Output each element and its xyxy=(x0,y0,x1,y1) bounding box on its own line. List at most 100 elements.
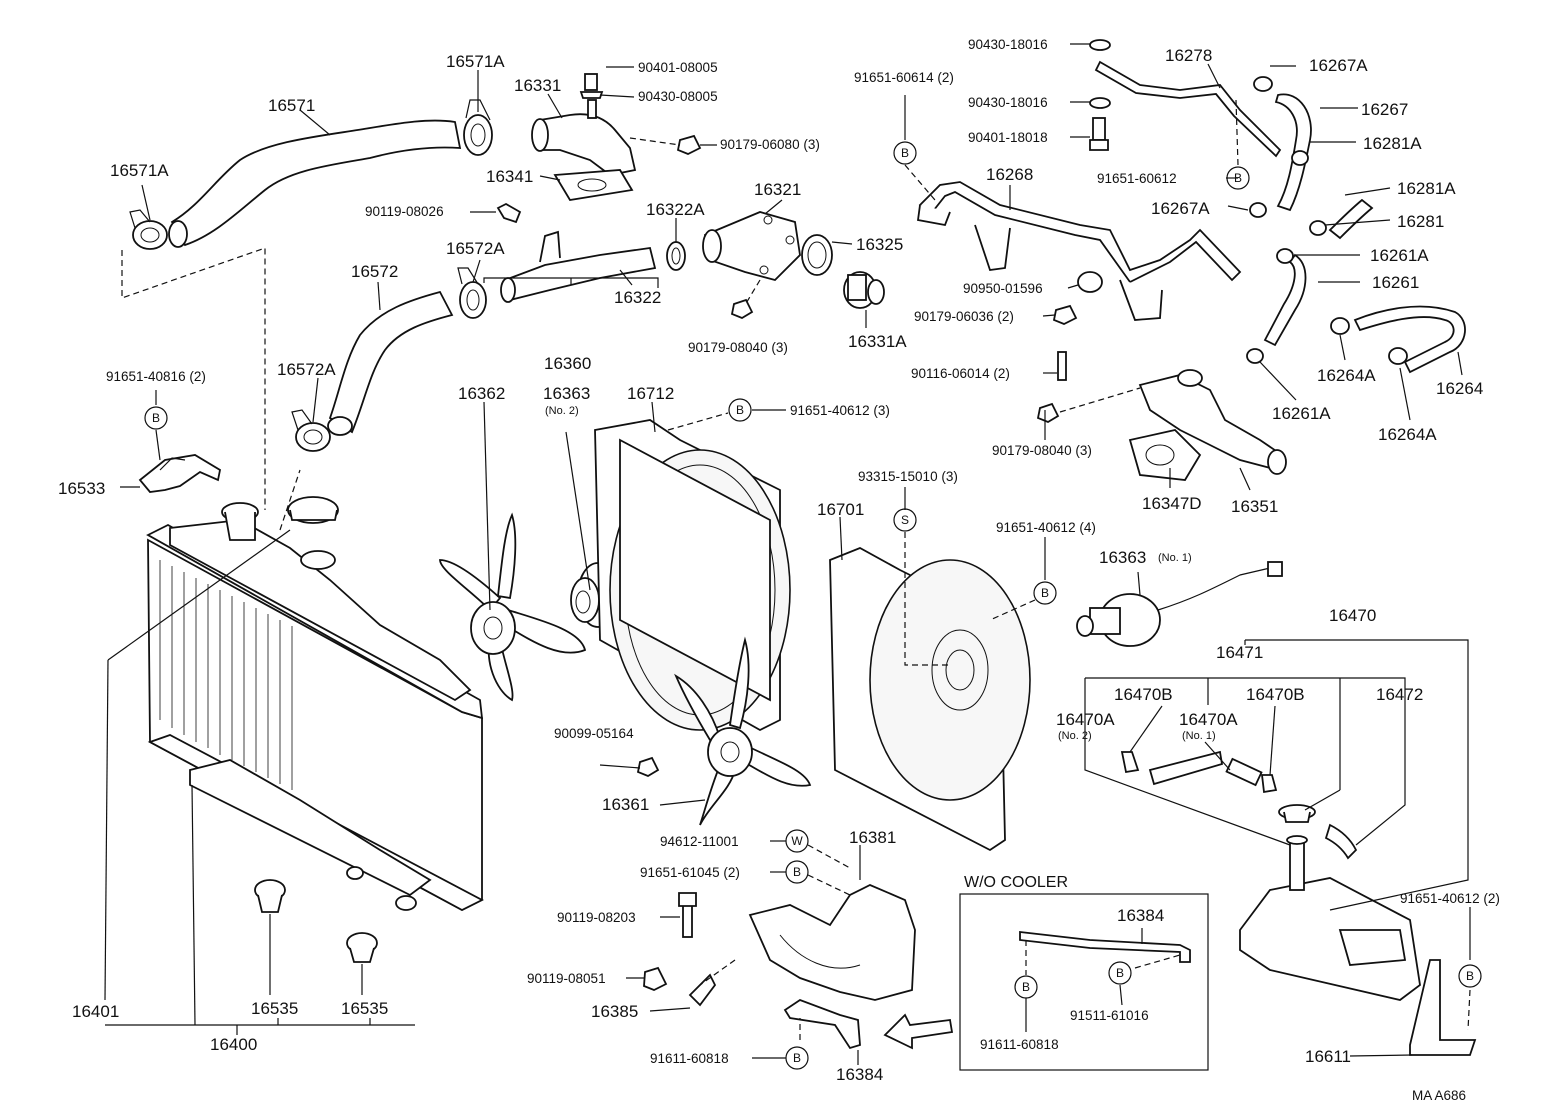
hose-clamp-16571A-left xyxy=(129,209,168,250)
union-90401-18018 xyxy=(1089,117,1109,151)
reservoir-tank-16470 xyxy=(1239,835,1421,1001)
label-93315-15010: 93315-15010 (3) xyxy=(858,469,958,484)
label-16341: 16341 xyxy=(486,167,533,186)
label-16267: 16267 xyxy=(1361,100,1408,119)
wo-cooler-box xyxy=(959,893,1209,1071)
part-labels: 16571 16571A 16571A 16331 90401-08005 90… xyxy=(58,37,1500,1103)
label-91651-40612: 91651-40612 (4) xyxy=(996,520,1096,535)
radiator-16400 xyxy=(146,502,484,912)
label-91651-60614: 91651-60614 (2) xyxy=(854,70,954,85)
label-16385: 16385 xyxy=(591,1002,638,1021)
clamp-16264A-b xyxy=(1388,347,1408,365)
hose-16470A-no2 xyxy=(1148,750,1224,786)
arrow-to-wo-cooler xyxy=(883,1013,954,1050)
nut-90179-08040-a xyxy=(730,298,754,320)
nut-90179-08040-b xyxy=(1036,402,1060,424)
label-16363: 16363 xyxy=(543,384,590,403)
label-16362: 16362 xyxy=(458,384,505,403)
label-16347D: 16347D xyxy=(1142,494,1202,513)
label-16571A: 16571A xyxy=(110,161,169,180)
label-16384: 16384 xyxy=(1117,906,1164,925)
symbol-b: B xyxy=(1116,966,1124,980)
label-90430-18016: 90430-18016 xyxy=(968,95,1048,110)
reference-code: MA A686 xyxy=(1412,1088,1466,1103)
clamp-16470B-a xyxy=(1120,751,1140,774)
fan-16361 xyxy=(674,636,812,826)
motor-16363-no1 xyxy=(1076,561,1283,647)
hose-clamp-16572A-mid xyxy=(291,409,331,452)
label-16712: 16712 xyxy=(627,384,674,403)
label-90119-08203: 90119-08203 xyxy=(557,910,636,925)
label-16322: 16322 xyxy=(614,288,661,307)
label-16351: 16351 xyxy=(1231,497,1278,516)
label-16264A: 16264A xyxy=(1317,366,1376,385)
bolt-90119-08051 xyxy=(643,966,668,991)
bracket-16381 xyxy=(748,884,916,1001)
leader-lines xyxy=(104,43,1471,1065)
label-16322A: 16322A xyxy=(646,200,705,219)
shroud-16712 xyxy=(594,419,791,732)
symbol-b: B xyxy=(793,1051,801,1065)
thermostat-16331A xyxy=(843,271,885,309)
label-16472: 16472 xyxy=(1376,685,1423,704)
label-91651-40816: 91651-40816 (2) xyxy=(106,369,206,384)
label-16278: 16278 xyxy=(1165,46,1212,65)
gasket-16322A xyxy=(666,241,686,271)
clamp-16281A-a xyxy=(1291,150,1309,166)
label-16470A: 16470A xyxy=(1056,710,1115,729)
shroud-16701 xyxy=(829,547,1031,852)
bolt-90119-08026 xyxy=(496,202,522,224)
label-91611-60818: 91611-60818 xyxy=(980,1037,1059,1052)
label-16281: 16281 xyxy=(1397,212,1444,231)
cushion-16535-a xyxy=(254,879,286,913)
fan-16362 xyxy=(439,512,587,702)
clamp-16261A-b xyxy=(1246,348,1264,364)
label-16331A: 16331A xyxy=(848,332,907,351)
symbol-b: B xyxy=(152,411,160,425)
label-16264: 16264 xyxy=(1436,379,1483,398)
label-90119-08026: 90119-08026 xyxy=(365,204,444,219)
label-16267A: 16267A xyxy=(1151,199,1210,218)
bracket-16611 xyxy=(1409,959,1477,1056)
gasket-16325 xyxy=(801,234,833,276)
gasket-16341 xyxy=(553,169,634,201)
label-16281A: 16281A xyxy=(1363,134,1422,153)
symbol-b: B xyxy=(901,146,909,160)
nut-90179-06080 xyxy=(676,134,702,155)
label-16363-no2: (No. 2) xyxy=(545,405,579,417)
label-16264A: 16264A xyxy=(1378,425,1437,444)
label-16470: 16470 xyxy=(1329,606,1376,625)
clamp-16264A-a xyxy=(1330,317,1350,335)
label-16611: 16611 xyxy=(1305,1047,1351,1066)
radiator-upper-hose xyxy=(168,119,462,248)
label-16361: 16361 xyxy=(602,795,649,814)
symbol-b: B xyxy=(1041,586,1049,600)
label-90116-06014: 90116-06014 (2) xyxy=(911,366,1010,381)
symbol-b: B xyxy=(736,403,744,417)
pipe-16268 xyxy=(916,181,1242,321)
label-90099-05164: 90099-05164 xyxy=(554,726,634,741)
label-90401-08005: 90401-08005 xyxy=(638,60,718,75)
radiator-cap-16401 xyxy=(287,496,339,524)
grommet-90950-01596 xyxy=(1077,271,1103,293)
hose-16470A-no1 xyxy=(1225,757,1263,787)
clamp-16470B-b xyxy=(1260,774,1278,794)
label-91651-40612: 91651-40612 (3) xyxy=(790,403,890,418)
stud-90116-06014 xyxy=(1057,351,1067,381)
bracket-16533 xyxy=(138,454,222,493)
gasket-16347D xyxy=(1128,429,1202,481)
clip-16385 xyxy=(688,973,717,1007)
label-16400: 16400 xyxy=(210,1035,257,1054)
symbol-b: B xyxy=(793,865,801,879)
hose-16264 xyxy=(1353,305,1466,374)
cushion-16535-b xyxy=(346,932,378,963)
symbol-w: W xyxy=(791,834,803,848)
clamp-16267A-a xyxy=(1253,76,1273,92)
label-16572A: 16572A xyxy=(446,239,505,258)
label-91651-60612: 91651-60612 xyxy=(1097,171,1177,186)
label-90179-08040: 90179-08040 (3) xyxy=(688,340,788,355)
label-90179-06080: 90179-06080 (3) xyxy=(720,137,820,152)
cap-16471 xyxy=(1278,804,1316,823)
label-91611-60818: 91611-60818 xyxy=(650,1051,729,1066)
hose-clamp-16572A-top xyxy=(457,267,487,319)
